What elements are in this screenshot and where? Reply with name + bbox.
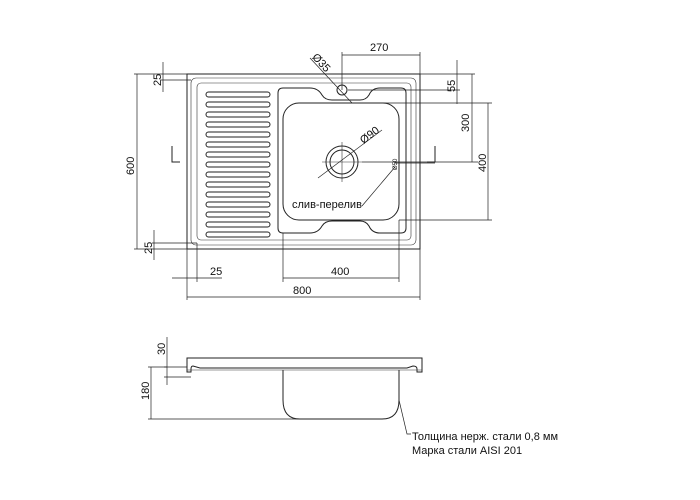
drainer-rib [205, 151, 271, 158]
bowl-inner [282, 102, 400, 221]
drainer-rib [205, 171, 271, 178]
section-mark-left [171, 146, 180, 163]
drainer-rib [205, 101, 271, 108]
drainer-rib [205, 91, 271, 98]
drainer-rib [205, 221, 271, 228]
drainer-rib [205, 231, 271, 238]
dim-300: 300 [460, 114, 472, 132]
rim-outer [190, 77, 417, 246]
dim-25-top: 25 [152, 74, 164, 86]
dim-25-left: 25 [210, 266, 222, 278]
rim-inner [196, 82, 412, 241]
sink-outline [186, 73, 421, 250]
note-steel-grade: Марка стали AISI 201 [412, 445, 522, 457]
drainer-rib [205, 131, 271, 138]
drainer-rib [205, 121, 271, 128]
overflow-small-label: Ø50 [393, 158, 399, 170]
drainer-ribs [205, 91, 271, 238]
drainer-rib [205, 211, 271, 218]
dim-400-horizontal: 400 [331, 266, 349, 278]
drainer-rib [205, 161, 271, 168]
dim-400-vertical: 400 [477, 154, 489, 172]
side-rim [186, 357, 423, 373]
section-mark-right [427, 146, 436, 163]
dim-800: 800 [293, 285, 311, 297]
dim-30: 30 [156, 343, 168, 355]
top-view: Ø90 Ø35 Ø50 слив-перелив 270 55 300 400 [125, 42, 492, 300]
drainer-rib [205, 191, 271, 198]
dim-270: 270 [370, 42, 388, 54]
dim-55: 55 [446, 80, 458, 92]
side-bowl [282, 370, 400, 420]
dim-25-bottom: 25 [143, 242, 155, 254]
drainer-rib [205, 141, 271, 148]
overflow-diameter-label: Ø35 [309, 51, 332, 74]
dim-180: 180 [140, 382, 152, 400]
bowl-outer [277, 87, 407, 234]
dim-600: 600 [125, 157, 137, 175]
drainer-rib [205, 111, 271, 118]
note-thickness: Толщина нерж. стали 0,8 мм [412, 431, 558, 443]
drain-diameter-label: Ø90 [358, 125, 382, 147]
overflow-label: слив-перелив [292, 199, 362, 211]
drainer-rib [205, 181, 271, 188]
drainer-rib [205, 201, 271, 208]
side-view: 30 180 Толщина нерж. стали 0,8 мм Марка … [140, 337, 558, 457]
